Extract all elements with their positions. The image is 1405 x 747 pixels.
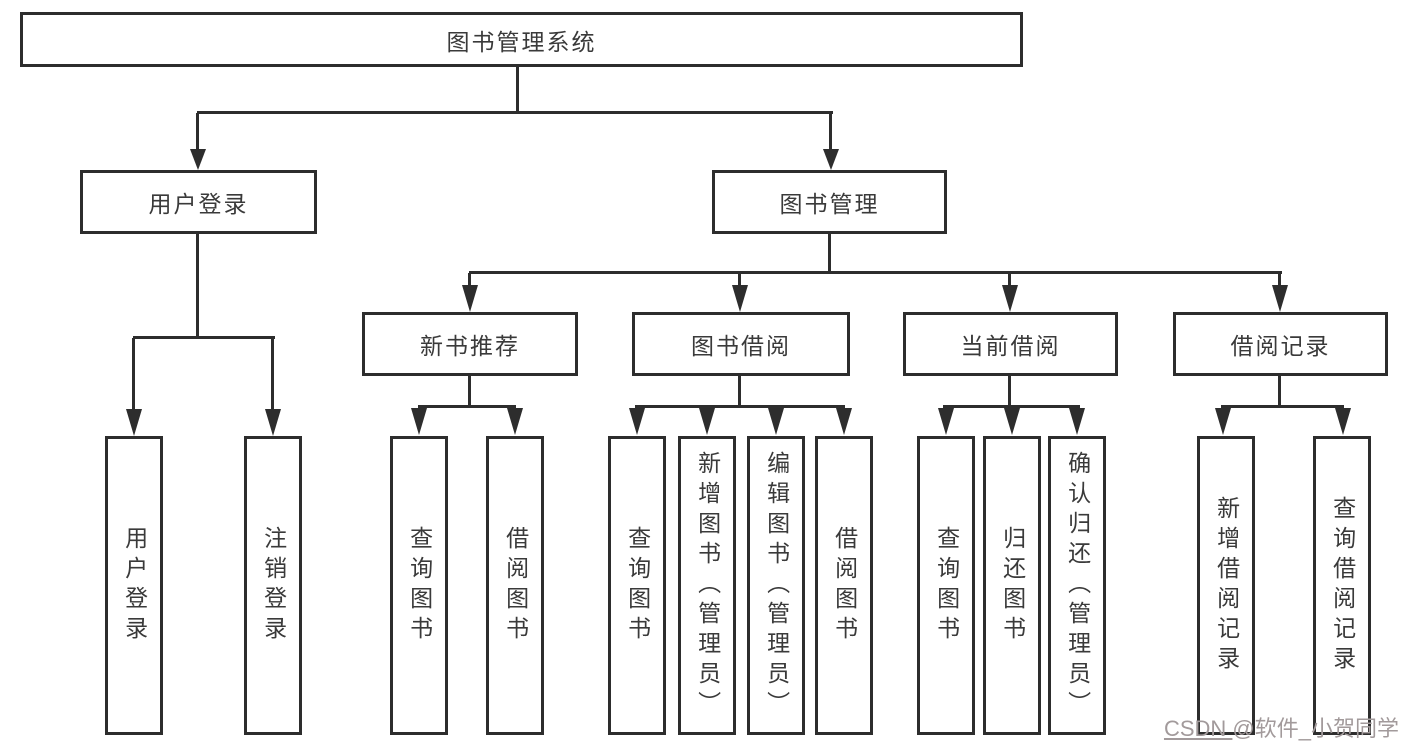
leaf-edit-book-admin: 编辑图书（管理员） — [747, 436, 805, 735]
node-label: 图书管理系统 — [446, 28, 597, 55]
node-label: 新增图书（管理员） — [694, 450, 721, 721]
connector-line — [1008, 273, 1011, 287]
leaf-query-book: 查询图书 — [390, 436, 448, 735]
connector-line — [196, 234, 199, 337]
leaf-confirm-return-admin: 确认归还（管理员） — [1048, 436, 1106, 735]
arrow-down-icon — [190, 149, 206, 170]
node-new-book-recommend: 新书推荐 — [362, 312, 578, 376]
arrow-down-icon — [1002, 285, 1018, 312]
arrow-down-icon — [1069, 408, 1085, 435]
node-label: 查询图书 — [406, 525, 433, 646]
connector-line — [1221, 405, 1344, 408]
node-label: 查询图书 — [624, 525, 651, 646]
arrow-down-icon — [1272, 285, 1288, 312]
connector-line — [1278, 376, 1281, 407]
arrow-down-icon — [699, 408, 715, 435]
node-label: 用户登录 — [148, 191, 249, 217]
arrow-down-icon — [507, 408, 523, 435]
connector-line — [1008, 376, 1011, 407]
arrow-down-icon — [265, 409, 281, 436]
leaf-query-borrow-record: 查询借阅记录 — [1313, 436, 1371, 735]
connector-line — [133, 336, 275, 339]
node-label: 注销登录 — [260, 525, 287, 646]
node-label: 归还图书 — [999, 525, 1026, 646]
node-label: 查询图书 — [933, 525, 960, 646]
arrow-down-icon — [938, 408, 954, 435]
connector-line — [1278, 273, 1281, 287]
arrow-down-icon — [732, 285, 748, 312]
node-label: 借阅图书 — [502, 525, 529, 646]
leaf-add-book-admin: 新增图书（管理员） — [678, 436, 736, 735]
node-label: 借阅记录 — [1230, 333, 1331, 359]
node-user-login: 用户登录 — [80, 170, 317, 234]
connector-line — [829, 113, 832, 151]
node-book-management: 图书管理 — [712, 170, 947, 234]
connector-line — [132, 338, 135, 410]
arrow-down-icon — [411, 408, 427, 435]
arrow-down-icon — [462, 285, 478, 312]
arrow-down-icon — [1004, 408, 1020, 435]
connector-line — [197, 111, 833, 114]
leaf-query-book: 查询图书 — [608, 436, 666, 735]
csdn-watermark: CSDN @软件_小贺同学 — [1164, 711, 1399, 743]
connector-line — [516, 66, 519, 113]
node-label: 图书管理 — [779, 191, 880, 217]
node-label: 新书推荐 — [420, 333, 520, 359]
node-borrow-record: 借阅记录 — [1173, 312, 1388, 376]
node-book-borrow: 图书借阅 — [632, 312, 850, 376]
connector-line — [738, 376, 741, 407]
arrow-down-icon — [823, 149, 839, 170]
node-label: 确认归还（管理员） — [1064, 450, 1091, 721]
connector-line — [828, 234, 831, 273]
arrow-down-icon — [836, 408, 852, 435]
node-root: 图书管理系统 — [20, 12, 1023, 67]
connector-line — [468, 376, 471, 407]
arrow-down-icon — [629, 408, 645, 435]
node-current-borrow: 当前借阅 — [903, 312, 1118, 376]
leaf-return-book: 归还图书 — [983, 436, 1041, 735]
arrow-down-icon — [768, 408, 784, 435]
leaf-user-login: 用户登录 — [105, 436, 163, 735]
connector-line — [635, 405, 845, 408]
node-label: 用户登录 — [121, 525, 148, 646]
connector-line — [468, 273, 471, 287]
watermark-site: CSDN — [1163, 716, 1233, 741]
node-label: 编辑图书（管理员） — [763, 450, 790, 721]
leaf-logout: 注销登录 — [244, 436, 302, 735]
leaf-borrow-book: 借阅图书 — [486, 436, 544, 735]
connector-line — [271, 338, 274, 410]
connector-line — [738, 273, 741, 287]
node-label: 新增借阅记录 — [1213, 495, 1240, 676]
node-label: 查询借阅记录 — [1329, 495, 1356, 676]
leaf-borrow-book: 借阅图书 — [815, 436, 873, 735]
leaf-query-book: 查询图书 — [917, 436, 975, 735]
watermark-handle: @软件_小贺同学 — [1232, 716, 1399, 741]
connector-line — [469, 271, 1282, 274]
connector-line — [943, 405, 1080, 408]
node-label: 借阅图书 — [831, 525, 858, 646]
arrow-down-icon — [1335, 408, 1351, 435]
arrow-down-icon — [126, 409, 142, 436]
connector-line — [196, 113, 199, 151]
node-label: 图书借阅 — [691, 333, 791, 359]
arrow-down-icon — [1215, 408, 1231, 435]
connector-line — [418, 405, 516, 408]
node-label: 当前借阅 — [960, 333, 1061, 359]
leaf-add-borrow-record: 新增借阅记录 — [1197, 436, 1255, 735]
